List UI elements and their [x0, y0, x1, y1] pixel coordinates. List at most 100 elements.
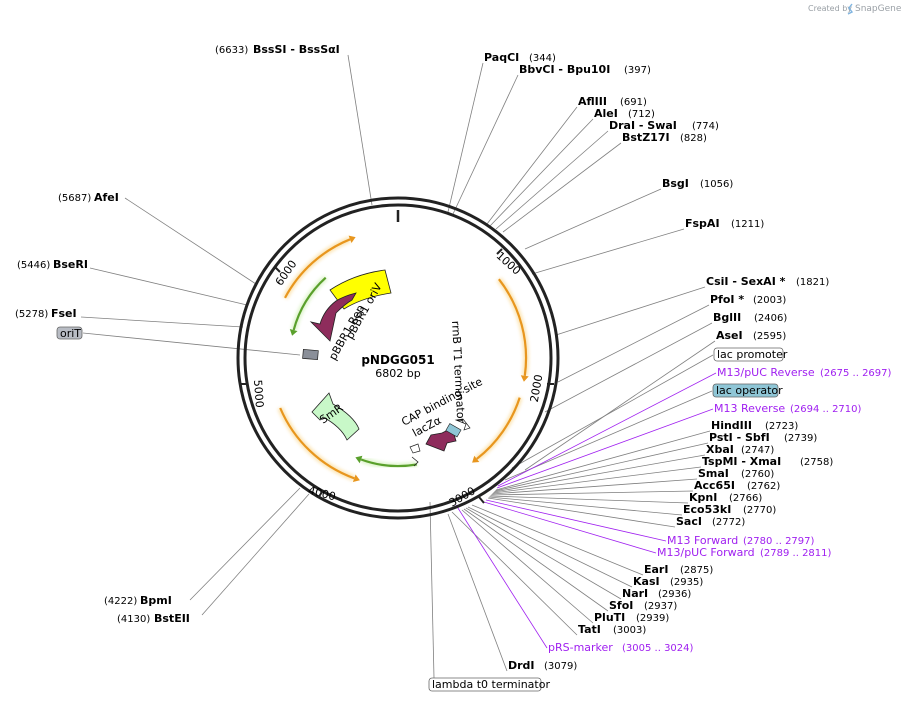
terminator-marker — [411, 456, 419, 467]
primer-range: (2675 .. 2697) — [820, 368, 892, 379]
enzyme-leader-line — [555, 286, 706, 336]
primer-site: M13/pUC Forward(2789 .. 2811) — [657, 546, 832, 559]
pbbr1-rep-arrow — [309, 292, 357, 342]
enzyme-leader-line — [467, 506, 633, 588]
enzyme-name: AfeI — [94, 191, 119, 204]
enzyme-site: FspAI(1211) — [685, 217, 764, 230]
enzyme-name: Acc65I — [694, 479, 735, 492]
enzyme-leader-line — [494, 442, 709, 492]
scale-tick-mark — [496, 248, 503, 255]
enzyme-site: FseI(5278) — [15, 307, 77, 320]
enzyme-site: DrdI(3079) — [508, 659, 577, 672]
enzyme-site: KpnI(2766) — [689, 491, 762, 504]
enzyme-site: HindIII(2723) — [711, 419, 798, 432]
enzyme-site: XbaI(2747) — [706, 443, 774, 456]
orange-arc-2 — [476, 397, 521, 460]
plasmid-name: pNDGG051 — [361, 353, 434, 367]
primer-leader-line — [455, 504, 548, 649]
lac-operator-label: lac operator — [716, 384, 783, 397]
enzyme-position: (828) — [680, 133, 707, 144]
primer-site: M13 Forward(2780 .. 2797) — [667, 534, 815, 547]
lac-promoter-label: lac promoter — [717, 348, 788, 361]
enzyme-name: SfoI — [609, 599, 633, 612]
primer-labels: M13/pUC Reverse(2675 .. 2697)M13 Reverse… — [548, 366, 892, 654]
primer-leader-line — [485, 499, 667, 542]
enzyme-name: BssSI - BssSαI — [253, 43, 340, 56]
scale-tick-label: 5000 — [251, 379, 266, 408]
enzyme-leader-line — [489, 495, 689, 504]
enzyme-position: (2747) — [741, 445, 774, 456]
enzyme-leader-line — [486, 106, 578, 225]
feature-arcs — [277, 235, 530, 482]
enzyme-leader-line — [487, 497, 676, 528]
credit-prefix: Created by — [808, 4, 852, 13]
enzyme-position: (4130) — [117, 614, 150, 625]
enzyme-leader-line — [488, 496, 683, 516]
primer-name: pRS-marker — [548, 641, 613, 654]
enzyme-leader-line — [557, 304, 710, 383]
primer-name: M13 Reverse — [714, 402, 785, 415]
enzyme-name: AleI — [594, 107, 618, 120]
enzyme-site: AflIII(691) — [578, 95, 647, 108]
enzyme-position: (2406) — [754, 313, 787, 324]
enzyme-position: (774) — [692, 121, 719, 132]
enzyme-site: BbvCI - Bpu10I(397) — [519, 63, 651, 76]
enzyme-name: AseI — [716, 329, 743, 342]
enzyme-position: (1056) — [700, 179, 733, 190]
orange-arc-4 — [284, 238, 351, 299]
enzyme-position: (2003) — [753, 295, 786, 306]
primer-name: M13 Forward — [667, 534, 738, 547]
enzyme-leader-line — [490, 490, 694, 496]
enzyme-leader-line — [189, 487, 301, 601]
enzyme-site: BsgI(1056) — [662, 177, 733, 190]
primer-site: pRS-marker(3005 .. 3024) — [548, 641, 694, 654]
enzyme-leader-line — [452, 74, 519, 215]
enzyme-leader-line — [461, 509, 594, 624]
enzyme-site: AseI(2595) — [716, 329, 786, 342]
orit-marker — [302, 349, 319, 361]
primer-leader-lines — [455, 372, 717, 649]
cap-binding-marker — [409, 443, 421, 454]
enzyme-site: AfeI(5687) — [58, 191, 119, 204]
enzyme-name: PluTI — [594, 611, 625, 624]
enzyme-site: BpmI(4222) — [104, 594, 172, 607]
enzyme-name: BstEII — [154, 612, 190, 625]
enzyme-site: PfoI *(2003) — [710, 293, 786, 306]
enzyme-position: (397) — [624, 65, 651, 76]
orange-arc-2-head — [472, 455, 480, 463]
enzyme-leader-line — [495, 130, 609, 230]
orange-arc-1 — [498, 278, 528, 376]
enzyme-name: NarI — [622, 587, 648, 600]
primer-name: M13/pUC Forward — [657, 546, 755, 559]
enzyme-position: (6633) — [215, 45, 248, 56]
boxed-orit: oriT — [56, 326, 83, 340]
backbone-inner-circle — [243, 203, 553, 513]
enzyme-position: (5278) — [15, 309, 48, 320]
orange-arc-3-head — [352, 474, 360, 482]
enzyme-leader-line — [531, 228, 685, 275]
enzyme-leader-line — [471, 504, 644, 576]
lac-promoter-arrow — [454, 418, 471, 431]
enzyme-name: EarI — [644, 563, 668, 576]
enzyme-position: (2937) — [644, 601, 677, 612]
enzyme-leader-line — [491, 478, 698, 495]
enzyme-leader-line — [80, 316, 244, 328]
enzyme-position: (4222) — [104, 596, 137, 607]
primer-site: M13 Reverse(2694 .. 2710) — [714, 402, 862, 415]
enzyme-position: (2766) — [729, 493, 762, 504]
enzyme-position: (2770) — [743, 505, 776, 516]
enzyme-leader-line — [544, 322, 713, 413]
enzyme-position: (691) — [620, 97, 647, 108]
boxed-lac-operator: lac operator — [712, 383, 783, 398]
enzyme-site: BstEII (4130) — [117, 612, 190, 625]
enzyme-leader-line — [493, 454, 706, 493]
enzyme-position: (3003) — [613, 625, 646, 636]
enzyme-site: PstI - SbfI(2739) — [709, 431, 817, 444]
enzyme-position: (712) — [628, 109, 655, 120]
orit-label: oriT — [60, 327, 81, 340]
feature-label-cap: CAP binding site — [399, 375, 485, 429]
enzyme-position: (2758) — [800, 457, 833, 468]
primer-leader-line — [496, 408, 714, 489]
feature-leader-line — [82, 332, 301, 356]
